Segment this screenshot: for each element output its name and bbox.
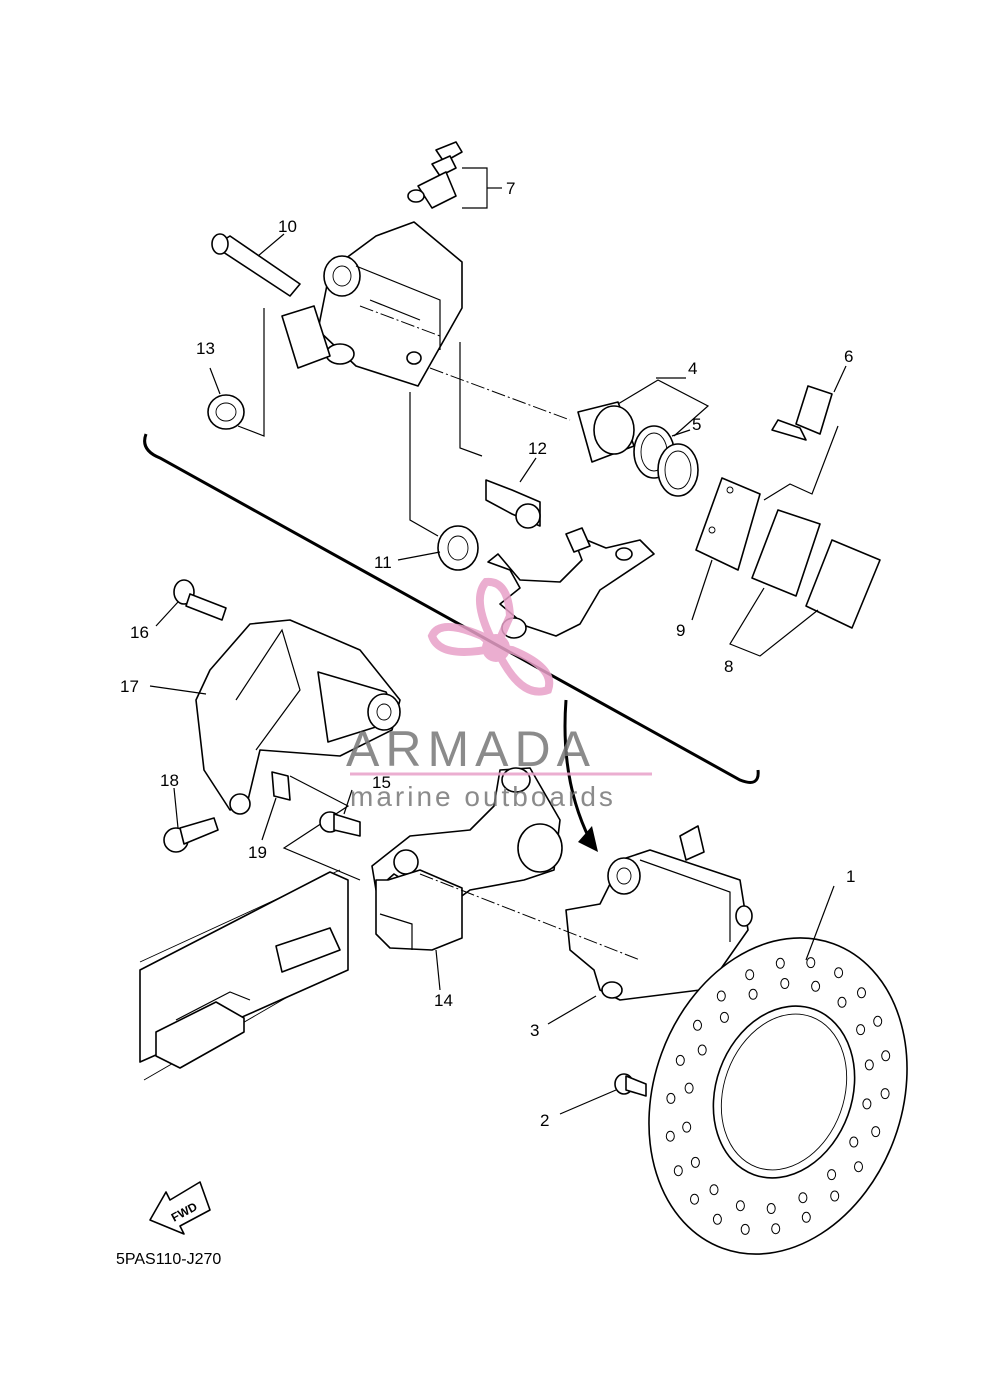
caliper-body-exploded [281,221,463,387]
disc-hole [873,1015,883,1027]
disc-screw-2 [614,1073,647,1097]
disc-hole [716,990,726,1002]
disc-hole [748,988,758,1000]
bolt-16-part [173,579,227,621]
disc-hole [682,1121,692,1133]
callout-16: 16 [130,623,149,642]
armada-logo: ARMADA marine outboards [346,577,652,812]
callout-1: 1 [846,867,855,886]
callout-18: 18 [160,771,179,790]
disc-hole [854,1161,863,1173]
disc-hole [862,1098,872,1110]
callout-10: 10 [278,217,297,236]
callout-12: 12 [528,439,547,458]
disc-hole [712,1213,722,1225]
callout-labels: 1 2 3 4 5 6 7 8 9 10 11 12 13 14 15 16 1… [120,179,855,1130]
disc-hole [811,980,821,992]
pad-spring-part [763,385,839,501]
callout-7: 7 [506,179,515,198]
pad-shim-part [695,477,761,571]
disc-hole [880,1088,890,1100]
disc-hole [857,987,866,999]
diagram-code: 5PAS110-J270 [116,1251,221,1268]
disc-hole [780,978,790,989]
piston-seal-part [429,367,710,497]
disc-hole [798,1192,808,1204]
disc-hole [673,1165,683,1177]
bushing-part [459,342,541,529]
callout-14: 14 [434,991,453,1010]
disc-hole [801,1211,811,1223]
callout-5: 5 [692,415,701,434]
disc-hole [666,1092,676,1104]
leader-lines [149,233,847,1115]
callout-11: 11 [374,553,392,572]
fwd-arrow-icon [149,1181,211,1235]
propeller-icon [427,577,554,696]
disc-hole [830,1190,840,1202]
callout-6: 6 [844,347,853,366]
disc-hole [709,1184,719,1196]
disc-hole [684,1082,694,1094]
brake-pads-part [729,509,881,657]
callout-17: 17 [120,677,139,696]
disc-hole [771,1223,781,1235]
disc-hole [864,1059,874,1071]
disc-hole [697,1044,707,1056]
dust-seal-part [409,392,479,571]
disc-hole [735,1200,745,1212]
disc-hole [881,1050,891,1062]
callout-8: 8 [724,657,733,676]
brake-disc-1 [648,937,908,1255]
disc-hole [675,1054,685,1066]
caliper-bracket-exploded [487,527,655,639]
callout-2: 2 [540,1111,549,1130]
disc-hole [665,1130,675,1142]
callout-15: 15 [372,773,391,792]
callout-19: 19 [248,843,267,862]
disc-hole [690,1193,699,1205]
disc-hole [834,967,844,979]
disc-hole [856,1024,866,1036]
caliper-bracket-17 [195,619,401,815]
callout-3: 3 [530,1021,539,1040]
bolt-18-part [163,817,219,853]
chain-guide-14 [375,869,463,951]
disc-hole [719,1011,729,1023]
disc-hole [827,1169,837,1181]
disc-hole [766,1203,776,1214]
callout-13: 13 [196,339,215,358]
watermark-tagline: marine outboards [350,781,616,812]
boot-part [207,308,265,437]
disc-hole [871,1126,881,1138]
callout-4: 4 [688,359,697,378]
disc-hole [745,969,755,981]
watermark-brand: ARMADA [346,721,596,777]
disc-hole [740,1223,750,1235]
disc-hole [849,1136,859,1148]
slide-pin-part [211,233,301,297]
disc-hole [693,1019,702,1031]
clip-19-part [271,771,361,881]
disc-hole [806,957,816,969]
swingarm-part [139,869,349,1081]
bleed-screw-part [407,141,502,209]
callout-9: 9 [676,621,685,640]
disc-hole [690,1156,700,1168]
disc-hole [775,957,785,969]
caliper-assembly-3 [419,825,753,1001]
pin-15-part [319,811,361,837]
disc-hole [837,996,847,1008]
